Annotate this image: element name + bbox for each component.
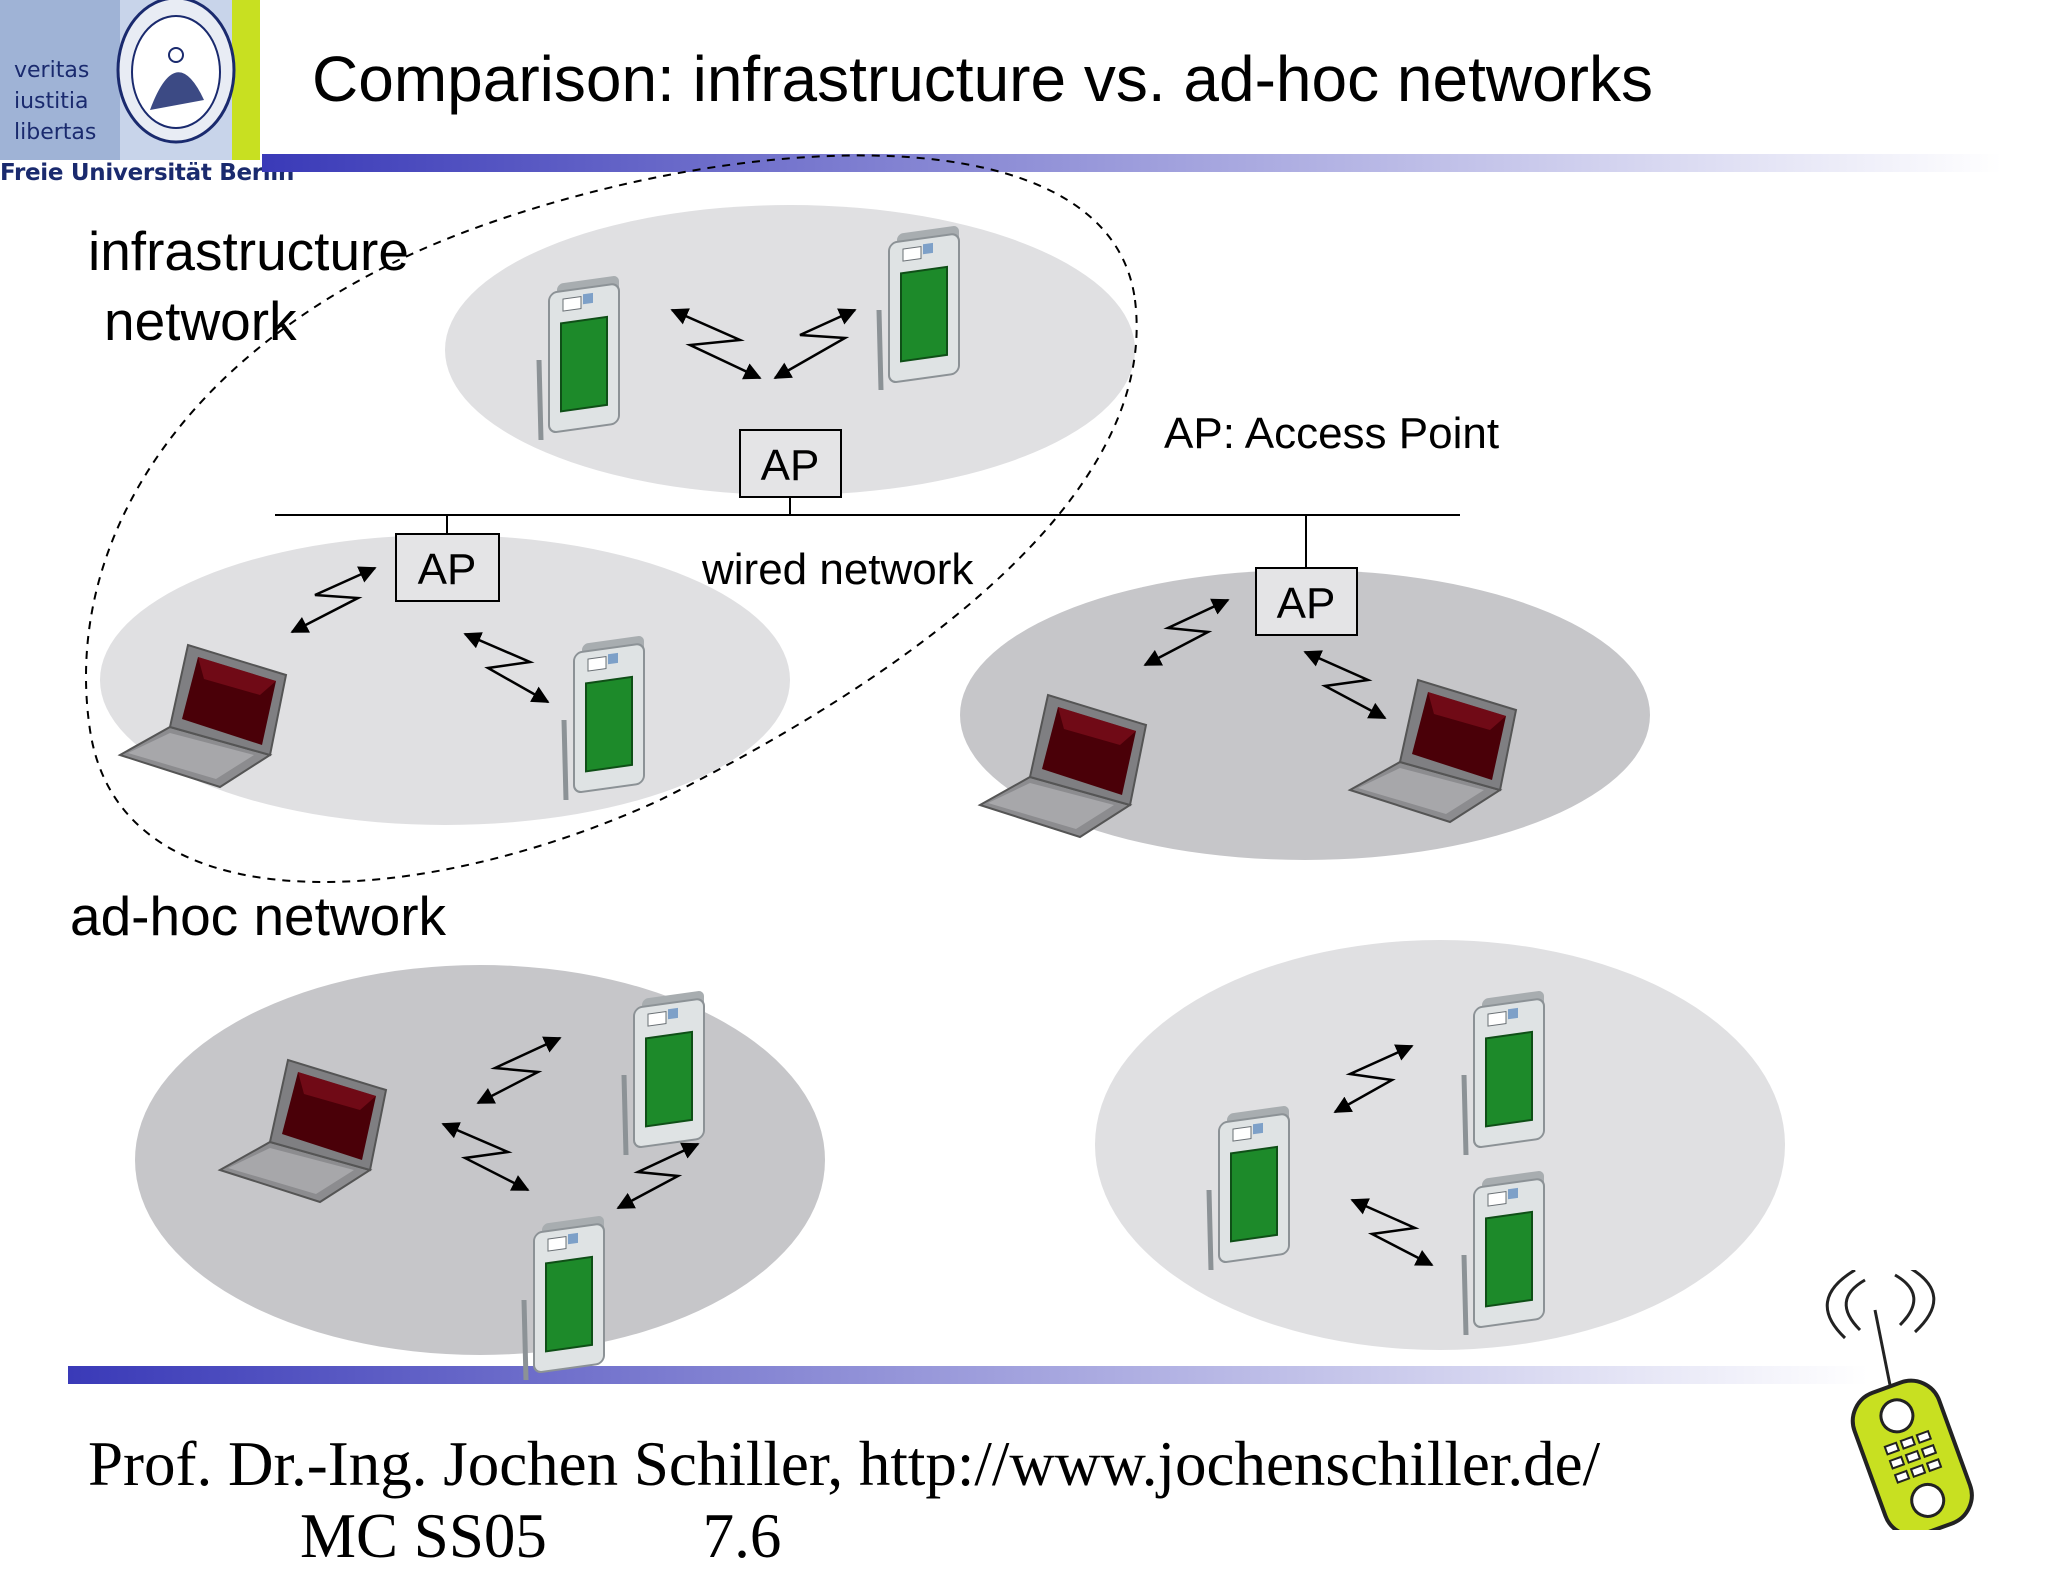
ap-label: AP <box>761 441 820 490</box>
wireless-link <box>441 1122 530 1192</box>
wired-network-label: wired network <box>701 545 974 594</box>
wireless-link <box>476 1036 562 1105</box>
access-point-box <box>739 429 842 498</box>
wireless-link <box>463 632 550 704</box>
footer-author-line: Prof. Dr.-Ing. Jochen Schiller, http://w… <box>88 1429 1601 1499</box>
wireless-link <box>1350 1198 1434 1267</box>
pda-device-icon <box>524 1215 604 1380</box>
footer-meta: MC SS05 7.6 <box>300 1500 921 1573</box>
university-logo <box>0 0 260 160</box>
pda-device-icon <box>1464 990 1544 1155</box>
infra-network-boundary <box>85 154 1138 884</box>
wireless-link <box>616 1142 700 1210</box>
pda-device-icon <box>564 635 644 800</box>
ap-label: AP <box>418 545 477 594</box>
access-point-box <box>395 533 500 602</box>
cell-adhoc-right <box>1095 940 1785 1350</box>
wireless-link <box>773 308 857 380</box>
slide: veritas iustitia libertas Freie Universi… <box>0 0 2002 1571</box>
footer-divider <box>68 1366 1868 1384</box>
footer-course: MC SS05 <box>300 1501 547 1571</box>
wireless-link <box>1143 598 1230 667</box>
access-point-box <box>1255 567 1358 636</box>
wireless-link <box>1303 650 1387 720</box>
pda-device-icon <box>1209 1105 1289 1270</box>
logo-motto-line: veritas <box>14 58 90 83</box>
mobile-phone-clipart-icon <box>1825 1270 1974 1530</box>
infra-network-label: infrastructure <box>88 220 409 282</box>
wireless-link <box>290 566 377 634</box>
decor-bars <box>68 154 2002 1384</box>
pda-device-icon <box>1464 1170 1544 1335</box>
header-divider <box>262 154 2002 172</box>
network-diagram: infrastructure network AP: Access Point … <box>70 154 1785 1536</box>
page-title: Comparison: infrastructure vs. ad-hoc ne… <box>312 43 1653 115</box>
ap-label: AP <box>1277 579 1336 628</box>
logo-motto-line: libertas <box>14 120 97 145</box>
pda-device-icon <box>624 990 704 1155</box>
wireless-link <box>1333 1044 1414 1114</box>
university-name: Freie Universität Berlin <box>0 160 295 186</box>
adhoc-network-label: ad-hoc network <box>70 885 447 947</box>
ap-legend: AP: Access Point <box>1164 409 1499 458</box>
logo-motto: veritas iustitia libertas <box>14 55 114 148</box>
footer-page-number: 7.6 <box>702 1501 782 1571</box>
wireless-link <box>670 308 762 380</box>
pda-device-icon <box>539 275 619 440</box>
infra-network-label: network <box>104 290 297 352</box>
pda-device-icon <box>879 225 959 390</box>
logo-motto-line: iustitia <box>14 89 89 114</box>
